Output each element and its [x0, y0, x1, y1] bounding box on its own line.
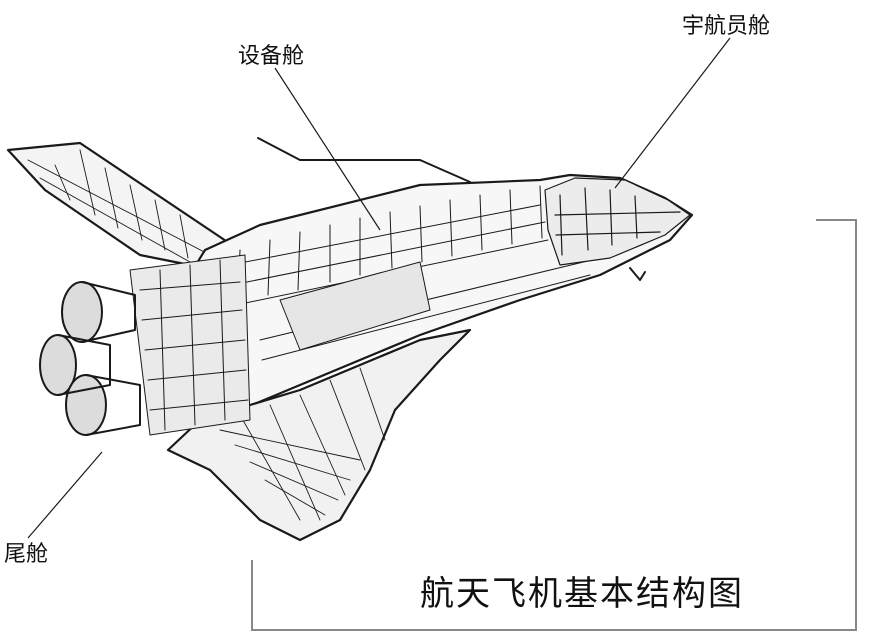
- crew-cabin: [544, 177, 691, 266]
- diagram-caption: 航天飞机基本结构图: [420, 574, 744, 614]
- robot-arm: [257, 137, 471, 183]
- equipment-bay-label: 设备舱: [238, 44, 305, 69]
- leader-tail-section: [27, 451, 103, 539]
- leader-crew-cabin: [614, 37, 731, 189]
- wing-ribs: [219, 367, 386, 521]
- shuttle-illustration: [6, 137, 694, 542]
- leader-equipment-bay: [274, 67, 381, 231]
- caption-frame: [251, 219, 857, 631]
- tail-section-label: 尾舱: [4, 542, 49, 567]
- crew-cabin-label: 宇航员舱: [682, 14, 771, 39]
- leader-lines: [27, 37, 731, 539]
- delta-wing: [166, 328, 472, 542]
- nose-gear: [629, 267, 646, 281]
- engine-bay: [129, 254, 251, 436]
- main-engines: [39, 281, 141, 436]
